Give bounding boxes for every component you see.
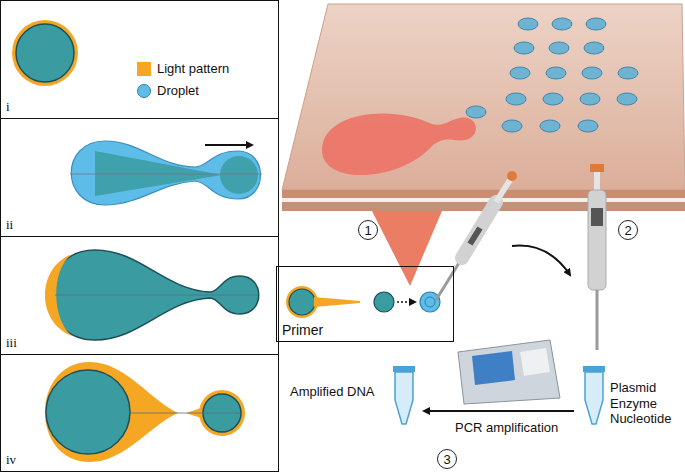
reagent-label: Plasmid Enzyme Nucleotide (610, 380, 680, 427)
pipette-plunger (496, 180, 510, 202)
pipette-cap (507, 171, 517, 181)
droplet (16, 24, 74, 82)
chip-layer (282, 190, 685, 198)
droplet (502, 120, 522, 132)
droplet (466, 106, 486, 118)
callout-number: 1 (364, 224, 371, 237)
droplet (518, 18, 538, 30)
tube (585, 372, 603, 424)
tube (395, 372, 413, 424)
pcr-machine (458, 340, 560, 404)
droplet (549, 42, 569, 54)
light-beam (372, 211, 442, 286)
light-pattern (220, 156, 258, 194)
panel: iii (0, 236, 279, 355)
droplet (552, 18, 572, 30)
droplet (546, 67, 566, 79)
droplet (374, 292, 394, 312)
axis-line (130, 413, 240, 414)
droplet (584, 42, 604, 54)
step-number: 2 (618, 220, 638, 240)
droplet-ring (425, 297, 435, 307)
legend-swatch (137, 62, 151, 76)
droplet (540, 120, 560, 132)
pcr-lid (520, 348, 550, 376)
pipette-plunger (594, 172, 600, 190)
axis-line (55, 295, 258, 296)
light-pattern (45, 362, 178, 462)
chip-top (282, 4, 685, 190)
callout-number: 2 (624, 224, 631, 237)
droplet (506, 93, 526, 105)
pipette-cap (590, 164, 604, 172)
pipette-body (588, 190, 606, 290)
legend-swatch (137, 84, 151, 98)
pipette-tip (596, 290, 599, 350)
pipette-body (462, 202, 496, 258)
light-pattern (95, 151, 222, 196)
light-pattern (314, 297, 360, 307)
droplet (582, 67, 602, 79)
pipette-tip (436, 258, 462, 300)
droplet (586, 18, 606, 30)
droplet (46, 370, 130, 454)
red-droplet (322, 113, 476, 175)
inset-label: Primer (282, 322, 323, 338)
droplet (71, 141, 260, 205)
pipette-display (470, 228, 480, 244)
droplet (420, 292, 440, 312)
panel-label: iii (6, 335, 17, 351)
droplet (289, 289, 315, 315)
droplet (578, 120, 598, 132)
pcr-arrow (424, 410, 574, 412)
chip-gap (282, 198, 685, 202)
droplet (510, 67, 530, 79)
panel: i (0, 0, 279, 119)
droplet (617, 93, 637, 105)
droplet (618, 67, 638, 79)
inset-box: Primer (276, 266, 454, 342)
droplet (50, 250, 259, 340)
panel-label: i (6, 99, 10, 115)
transfer-arrow (512, 246, 570, 275)
panel-label: iv (6, 452, 16, 468)
arrow-label: PCR amplification (455, 420, 558, 436)
panel: iv (0, 354, 279, 472)
legend-text: Light pattern (157, 61, 229, 76)
motion-arrow (205, 144, 252, 146)
droplet (580, 93, 600, 105)
step-number: 1 (358, 220, 378, 240)
panel-label: ii (6, 217, 13, 233)
tube-label: Amplified DNA (290, 384, 375, 400)
droplet (543, 93, 563, 105)
light-ring (286, 286, 318, 318)
dotted-arrow (397, 301, 415, 303)
tube-cap (393, 366, 415, 372)
legend-text: Droplet (157, 83, 199, 98)
panel: ii (0, 118, 279, 237)
axis-line (70, 174, 262, 175)
step-number: 3 (437, 449, 457, 469)
light-ring (12, 20, 78, 86)
tube-cap (583, 366, 605, 372)
pcr-screen (472, 351, 515, 385)
droplet (514, 42, 534, 54)
pipette-display (591, 208, 603, 226)
callout-number: 3 (443, 453, 450, 466)
